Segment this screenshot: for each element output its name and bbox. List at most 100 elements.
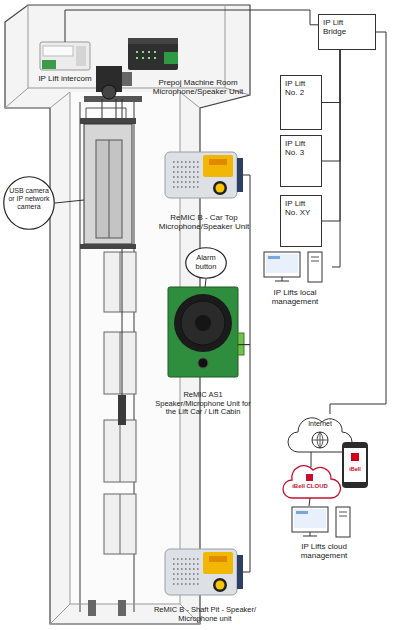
computer-node: IP Lifts cloud management	[288, 506, 358, 538]
node-label: iBell	[340, 466, 370, 472]
wire-connector	[322, 50, 340, 221]
pit-buffer	[88, 600, 96, 616]
phone-node: iBell	[340, 440, 370, 490]
remic-button	[216, 581, 225, 590]
node-label: ReMIC B - Shaft Pit - Speaker/ Microphon…	[143, 606, 267, 623]
wire-connector	[330, 32, 386, 414]
lift-box: IP Lift No. XY	[280, 195, 322, 247]
screen-bar	[268, 256, 280, 259]
tower-slots	[339, 512, 347, 516]
wire-connector	[309, 498, 310, 506]
remic-speaker-holes	[173, 162, 199, 187]
node-label: IP Lift Bridge	[323, 18, 359, 36]
node-label: Internet	[288, 420, 352, 428]
lift-box: IP Lift No. 3	[280, 135, 322, 187]
pcb	[168, 287, 238, 377]
intercom-port	[76, 46, 86, 66]
monitor	[264, 252, 300, 277]
remic-panel	[203, 552, 233, 574]
intercom-device	[40, 42, 90, 70]
building-outline	[5, 5, 250, 624]
ellipse-shape	[186, 248, 227, 279]
remic-b-device	[165, 152, 243, 198]
phone-screen	[344, 448, 366, 482]
bridge-box: IP Lift Bridge	[318, 14, 376, 50]
remic-b-device	[165, 549, 243, 595]
remic-mount	[237, 555, 243, 589]
node-label: IP Lifts cloud management	[284, 542, 364, 560]
tower-slots	[311, 257, 319, 261]
car-door-split	[109, 140, 110, 238]
node-label: Alarm button	[188, 254, 224, 271]
phone-body	[342, 442, 368, 488]
alarm-callout: Alarm button	[185, 247, 227, 279]
intercom-unit: IP Lift intercom	[40, 42, 90, 70]
pit-buffer	[118, 600, 126, 616]
speaker-cone	[181, 301, 225, 345]
wire-connector	[322, 50, 340, 161]
camera-callout: USB camera or IP network camera	[3, 176, 55, 230]
screen	[294, 509, 326, 528]
counterweight	[118, 395, 126, 425]
lift-car	[84, 124, 132, 244]
speaker-cap	[195, 315, 211, 331]
node-label: ReMIC AS1 Speaker/Microphone Unit for th…	[150, 391, 256, 417]
ellipse-shape	[4, 177, 55, 230]
screen-bar	[296, 511, 308, 514]
remic-button-ring	[213, 181, 227, 195]
machine-sheave	[102, 85, 116, 99]
car-safety-gear	[80, 244, 136, 249]
ibell-cloud	[283, 466, 341, 498]
node-label: USB camera or IP network camera	[8, 187, 50, 211]
pcb-connector	[238, 333, 244, 355]
speaker-board: ReMIC AS1 Speaker/Microphone Unit for th…	[168, 287, 238, 377]
speaker-unit: ReMIC B - Shaft Pit - Speaker/ Microphon…	[165, 547, 243, 597]
lift-box: IP Lift No. 2	[280, 75, 322, 130]
car-top-railing	[86, 108, 126, 118]
speaker-unit: Prepoj Machine Room Microphone/Speaker U…	[128, 38, 178, 70]
prepoj-top	[128, 38, 178, 44]
wire-connector	[238, 175, 250, 345]
intercom-body	[40, 42, 90, 70]
landing-doors	[104, 252, 136, 554]
tower	[308, 252, 322, 282]
wire-connector	[205, 279, 207, 287]
node-label: Prepoj Machine Room Microphone/Speaker U…	[142, 78, 254, 96]
tower	[336, 507, 350, 537]
ellipse-outline	[3, 176, 55, 230]
remic-body	[165, 549, 237, 595]
wire-connector	[311, 452, 312, 467]
remic-speaker-holes	[173, 559, 199, 584]
monitor-stand	[303, 532, 317, 536]
cloud-service-node: iBell CLOUD	[280, 467, 340, 498]
node-label: IP Lift No. 3	[285, 139, 319, 157]
intercom-label	[43, 46, 73, 56]
node-label: IP Lifts local management	[258, 288, 332, 306]
wire-connector	[322, 50, 340, 103]
remic-panel	[203, 155, 233, 177]
node-label: IP Lift No. 2	[285, 79, 319, 97]
node-label: ReMIC B - Car Top Microphone/Speaker Uni…	[153, 213, 255, 231]
wire-connector	[238, 345, 250, 572]
prepoj-terminal	[164, 52, 178, 64]
remic-as1-board	[168, 287, 244, 377]
lift-car-door	[96, 140, 122, 238]
machine-brake	[122, 72, 132, 86]
speaker-unit: ReMIC B - Car Top Microphone/Speaker Uni…	[165, 150, 243, 200]
intercom-terminal	[42, 60, 56, 69]
prepoj-body	[128, 38, 178, 70]
internet-cloud-node: Internet	[288, 414, 352, 452]
speaker-frame	[174, 294, 232, 352]
computer-icon	[292, 507, 350, 537]
remic-panel-mark	[209, 556, 227, 562]
camera-link	[55, 200, 84, 203]
globe-lines	[312, 432, 328, 448]
globe	[312, 432, 328, 448]
remic-button	[216, 184, 225, 193]
car-crosshead	[80, 118, 136, 124]
node-label: IP Lift No. XY	[285, 199, 319, 217]
phone-logo	[351, 453, 359, 461]
remic-button-ring	[213, 578, 227, 592]
